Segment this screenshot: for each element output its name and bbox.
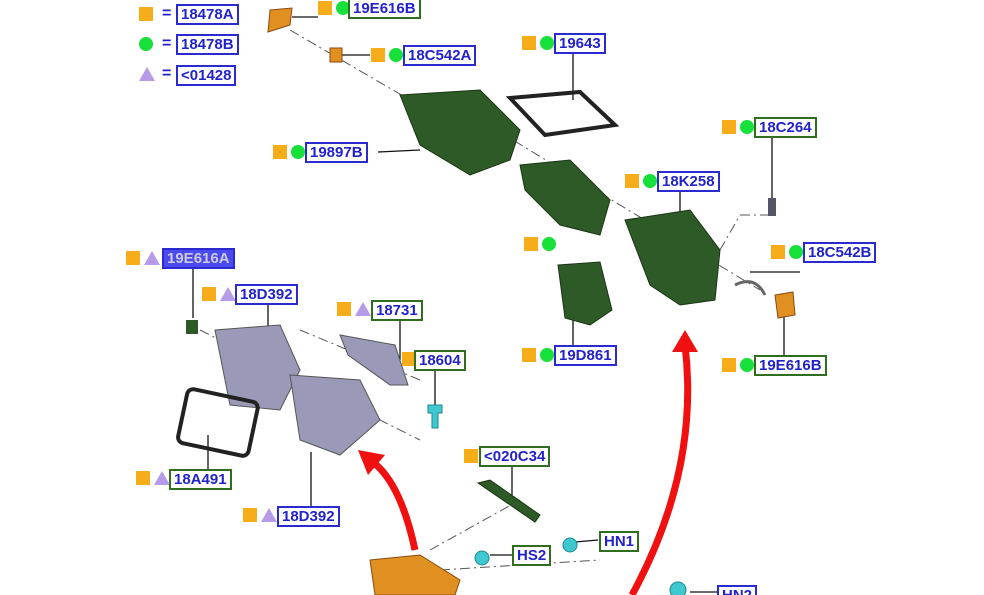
- part-19D861: [557, 261, 613, 326]
- red-arrow-head-1: [358, 450, 385, 475]
- callout-19897B[interactable]: 19897B: [305, 142, 368, 163]
- legend-label-square[interactable]: 18478A: [176, 4, 239, 25]
- square-symbol-icon: [139, 7, 153, 21]
- square-icon: [136, 471, 150, 485]
- legend-label-triangle[interactable]: <01428: [176, 65, 237, 86]
- square-icon: [126, 251, 140, 265]
- part-19643: [505, 89, 620, 138]
- circle-icon: [540, 348, 554, 362]
- circle-icon: [540, 36, 554, 50]
- part-18C542A: [329, 47, 343, 63]
- square-icon: [243, 508, 257, 522]
- triangle-symbol-icon: [139, 67, 155, 81]
- part-HN1: [562, 537, 578, 553]
- part-020C34: [476, 479, 541, 523]
- part-19E616A: [186, 320, 198, 334]
- circle-icon: [740, 120, 754, 134]
- part-18604: [427, 404, 443, 429]
- callout-19E616B-right[interactable]: 19E616B: [754, 355, 827, 376]
- part-18K258: [624, 209, 721, 306]
- part-19E616B-right: [774, 291, 796, 319]
- legend-label-circle[interactable]: 18478B: [176, 34, 239, 55]
- orange-parts: [267, 7, 796, 595]
- callout-19643[interactable]: 19643: [554, 33, 606, 54]
- part-18C264: [768, 198, 776, 216]
- part-18C542B: [734, 280, 767, 296]
- callout-HN2[interactable]: HN2: [717, 585, 758, 595]
- part-duct-bottom: [369, 554, 461, 595]
- circle-icon: [740, 358, 754, 372]
- equals-sign: =: [162, 5, 172, 22]
- equals-sign: =: [162, 35, 172, 52]
- triangle-icon: [144, 251, 160, 265]
- square-icon: [318, 1, 332, 15]
- square-icon: [771, 245, 785, 259]
- callout-18C264[interactable]: 18C264: [754, 117, 817, 138]
- callout-HS2[interactable]: HS2: [512, 545, 552, 566]
- callout-18D392-bottom[interactable]: 18D392: [277, 506, 340, 527]
- green-parts: [399, 89, 721, 523]
- red-arrow-head-2: [672, 330, 698, 352]
- triangle-icon: [355, 302, 371, 316]
- circle-icon: [643, 174, 657, 188]
- callout-18604[interactable]: 18604: [414, 350, 466, 371]
- square-icon: [371, 48, 385, 62]
- square-icon: [402, 352, 416, 366]
- cyan-fasteners: [427, 404, 687, 595]
- callout-19E616B-top[interactable]: 19E616B: [348, 0, 421, 19]
- callout-18731[interactable]: 18731: [371, 300, 423, 321]
- callout-19D861[interactable]: 19D861: [554, 345, 617, 366]
- part-19E616B-top: [267, 7, 293, 33]
- part-HN2: [669, 581, 687, 595]
- part-18D392-upper: [214, 324, 301, 411]
- callout-18A491[interactable]: 18A491: [169, 469, 232, 490]
- part-18A491: [176, 387, 260, 458]
- callout-020C34[interactable]: <020C34: [479, 446, 551, 467]
- equals-sign: =: [162, 65, 172, 82]
- callout-HN1[interactable]: HN1: [599, 531, 640, 552]
- callout-19E616A[interactable]: 19E616A: [162, 248, 235, 269]
- circle-icon: [389, 48, 403, 62]
- callout-18K258[interactable]: 18K258: [657, 171, 720, 192]
- part-18D392-lower: [289, 374, 381, 456]
- square-icon: [202, 287, 216, 301]
- square-icon: [273, 145, 287, 159]
- square-icon: [524, 237, 538, 251]
- circle-icon: [789, 245, 803, 259]
- callout-18C542A[interactable]: 18C542A: [403, 45, 477, 66]
- grey-parts: [214, 324, 409, 456]
- square-icon: [464, 449, 478, 463]
- circle-icon: [542, 237, 556, 251]
- part-19897B: [399, 89, 521, 176]
- square-icon: [722, 358, 736, 372]
- callout-18C542B[interactable]: 18C542B: [803, 242, 877, 263]
- triangle-icon: [220, 287, 236, 301]
- circle-icon: [291, 145, 305, 159]
- square-icon: [625, 174, 639, 188]
- part-18731: [339, 334, 409, 386]
- square-icon: [722, 120, 736, 134]
- circle-icon: [336, 1, 350, 15]
- part-18K258-bracket: [519, 159, 611, 236]
- part-HS2: [474, 550, 490, 566]
- triangle-icon: [261, 508, 277, 522]
- square-icon: [522, 348, 536, 362]
- square-icon: [337, 302, 351, 316]
- square-icon: [522, 36, 536, 50]
- circle-symbol-icon: [139, 37, 153, 51]
- callout-18D392-top[interactable]: 18D392: [235, 284, 298, 305]
- triangle-icon: [154, 471, 170, 485]
